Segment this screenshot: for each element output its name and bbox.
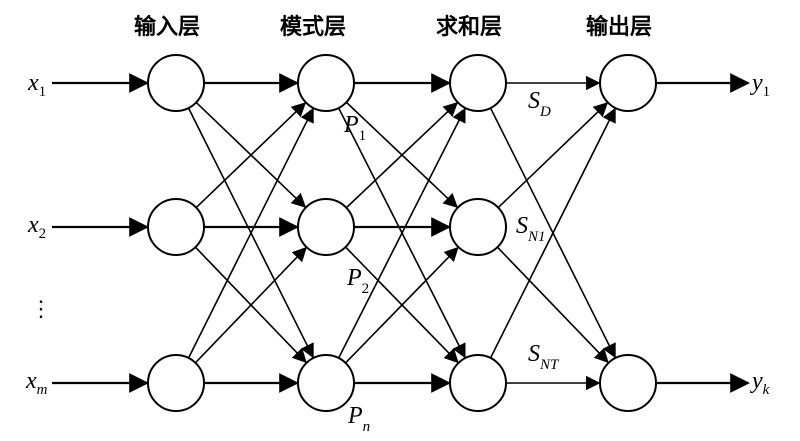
- sum-node-2: [449, 354, 507, 412]
- input-label-x1: x1: [27, 70, 46, 100]
- edge-pattern-1-sum-0: [345, 101, 458, 209]
- edge-input-2-pattern-0: [187, 107, 314, 359]
- pattern-node-0: [297, 54, 355, 112]
- input-node-1: [147, 198, 205, 256]
- layer-title-pattern: 模式层: [280, 15, 346, 40]
- pattern-label-p2: P2: [346, 265, 369, 297]
- sum-label-sd: SD: [528, 88, 551, 120]
- input-ellipsis: ⋮: [30, 296, 52, 321]
- neurons: [147, 54, 657, 412]
- output-label-y1: y1: [750, 70, 770, 100]
- input-node-0: [147, 54, 205, 112]
- connections: [52, 73, 750, 393]
- sum-label-sn1: SN1: [516, 213, 546, 245]
- output-node-1: [599, 354, 657, 412]
- edge-input-1-pattern-0: [195, 102, 307, 209]
- input-label-xm: xm: [25, 368, 48, 398]
- sum-node-0: [449, 54, 507, 112]
- edge-pattern-2-sum-0: [337, 107, 466, 359]
- edge-sum-1-output-0: [497, 102, 609, 209]
- pattern-node-2: [297, 354, 355, 412]
- pattern-label-pn: Pn: [347, 403, 370, 435]
- pattern-label-p1: P1: [343, 112, 366, 144]
- edge-input-2-pattern-1: [194, 246, 307, 364]
- sum-label-snt: SNT: [528, 341, 560, 373]
- input-node-2: [147, 354, 205, 412]
- edge-sum-2-output-0: [489, 107, 616, 359]
- edge-pattern-2-sum-1: [344, 246, 459, 364]
- sum-node-1: [449, 198, 507, 256]
- layer-title-input: 输入层: [134, 14, 200, 40]
- edge-sum-1-output-1: [496, 246, 609, 364]
- layer-title-summation: 求和层: [436, 15, 502, 40]
- pattern-node-1: [297, 198, 355, 256]
- output-label-yk: yk: [750, 368, 770, 398]
- output-node-0: [599, 54, 657, 112]
- input-label-x2: x2: [27, 212, 46, 242]
- layer-title-output: 输出层: [586, 14, 652, 40]
